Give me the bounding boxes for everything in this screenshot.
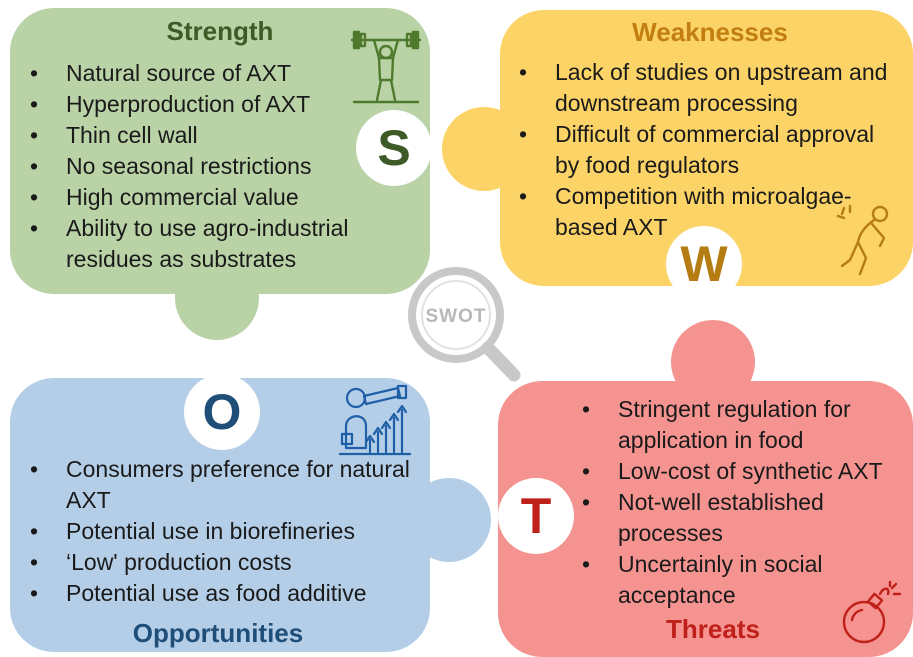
strength-item: Thin cell wall — [30, 120, 410, 151]
weaknesses-title: Weaknesses — [632, 17, 788, 47]
opportunities-list: Consumers preference for natural AXT Pot… — [30, 454, 420, 609]
weakness-item: Competition with microalgae-based AXT — [519, 181, 899, 243]
weaknesses-letter-badge: W — [666, 226, 742, 302]
opportunity-item: ‘Low' production costs — [30, 547, 420, 578]
opportunities-puzzle-tab — [407, 478, 491, 562]
weakness-item: Difficult of commercial approval by food… — [519, 119, 899, 181]
threats-puzzle-tab — [671, 320, 755, 404]
swot-label: SWOT — [426, 306, 487, 327]
threats-list: Stringent regulation for application in … — [582, 394, 910, 611]
strength-letter-badge: S — [356, 110, 432, 186]
weaknesses-puzzle-tab — [442, 107, 526, 191]
opportunities-title: Opportunities — [132, 618, 304, 648]
telescope-growth-icon — [338, 384, 412, 456]
opportunity-item: Consumers preference for natural AXT — [30, 454, 420, 516]
strength-title: Strength — [166, 16, 274, 46]
threat-item: Uncertainly in social acceptance — [582, 549, 910, 611]
strength-item: No seasonal restrictions — [30, 151, 410, 182]
weaknesses-list: Lack of studies on upstream and downstre… — [519, 57, 899, 243]
threats-title: Threats — [666, 614, 760, 644]
tired-person-icon — [836, 204, 889, 276]
magnifying-glass-icon: SWOT — [408, 267, 521, 382]
threat-item: Low-cost of synthetic AXT — [582, 456, 910, 487]
strength-item: High commercial value — [30, 182, 410, 213]
weightlifter-icon — [350, 30, 422, 104]
strength-item: Hyperproduction of AXT — [30, 89, 410, 120]
threat-item: Not-well established processes — [582, 487, 910, 549]
threats-letter-badge: T — [498, 478, 574, 554]
opportunity-item: Potential use as food additive — [30, 578, 420, 609]
strength-item: Natural source of AXT — [30, 58, 410, 89]
threat-item: Stringent regulation for application in … — [582, 394, 910, 456]
weakness-item: Lack of studies on upstream and downstre… — [519, 57, 899, 119]
opportunities-letter-badge: O — [184, 374, 260, 450]
opportunity-item: Potential use in biorefineries — [30, 516, 420, 547]
strength-item: Ability to use agro-industrial residues … — [30, 213, 410, 275]
bomb-icon — [842, 580, 902, 644]
strength-list: Natural source of AXT Hyperproduction of… — [30, 58, 410, 275]
